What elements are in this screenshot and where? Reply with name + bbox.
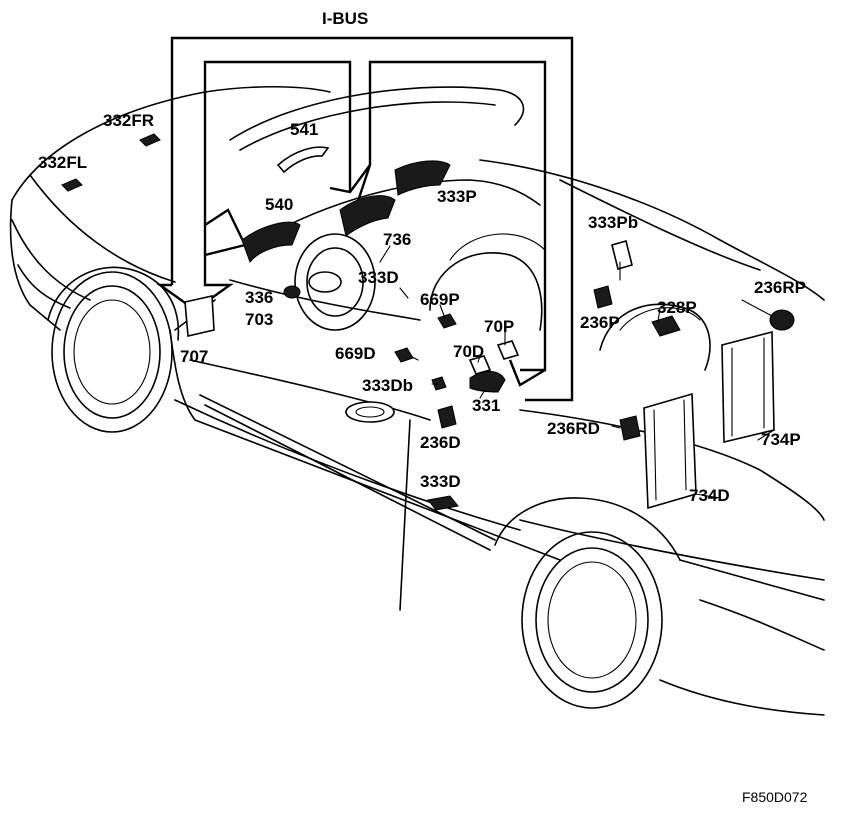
component-736 bbox=[339, 195, 396, 237]
labels: 332FR 332FL 541 540 333P 736 333D 336 70… bbox=[38, 111, 808, 805]
label-236RP: 236RP bbox=[754, 278, 806, 297]
label-70D: 70D bbox=[453, 342, 484, 361]
label-703: 703 bbox=[245, 310, 273, 329]
component-70P bbox=[496, 340, 520, 360]
bus-label: I-BUS bbox=[322, 9, 368, 28]
component-540 bbox=[241, 221, 301, 264]
label-328P: 328P bbox=[657, 298, 697, 317]
component-333Pb bbox=[611, 240, 633, 270]
component-236P bbox=[593, 285, 613, 309]
component-541 bbox=[276, 146, 330, 174]
component-734P bbox=[721, 330, 775, 444]
component-236RD bbox=[619, 415, 641, 441]
label-333Pb: 333Pb bbox=[588, 213, 638, 232]
label-332FR: 332FR bbox=[103, 111, 154, 130]
component-707 bbox=[184, 295, 215, 337]
component-236RP bbox=[769, 309, 795, 331]
label-669P: 669P bbox=[420, 290, 460, 309]
label-332FL: 332FL bbox=[38, 153, 87, 172]
component-333D-door bbox=[427, 495, 459, 511]
label-70P: 70P bbox=[484, 317, 514, 336]
label-734P: 734P bbox=[761, 430, 801, 449]
washer-jet-left bbox=[61, 178, 83, 192]
label-541: 541 bbox=[290, 120, 318, 139]
label-333Db: 333Db bbox=[362, 376, 413, 395]
component-669P bbox=[437, 313, 457, 329]
label-333D-door: 333D bbox=[420, 472, 461, 491]
component-236D bbox=[437, 405, 457, 429]
label-236P: 236P bbox=[580, 313, 620, 332]
label-707: 707 bbox=[180, 347, 208, 366]
label-736: 736 bbox=[383, 230, 411, 249]
label-331: 331 bbox=[472, 396, 500, 415]
label-236RD: 236RD bbox=[547, 419, 600, 438]
leader-lines bbox=[379, 245, 775, 499]
figure-code: F850D072 bbox=[742, 789, 808, 805]
washer-jet-right bbox=[139, 133, 161, 147]
component-336 bbox=[283, 285, 301, 299]
component-333Db bbox=[431, 376, 447, 391]
label-336: 336 bbox=[245, 288, 273, 307]
components bbox=[61, 133, 795, 511]
label-236D: 236D bbox=[420, 433, 461, 452]
label-669D: 669D bbox=[335, 344, 376, 363]
label-540: 540 bbox=[265, 195, 293, 214]
label-734D: 734D bbox=[689, 486, 730, 505]
label-333D-top: 333D bbox=[358, 268, 399, 287]
component-328P bbox=[651, 315, 681, 337]
label-333P: 333P bbox=[437, 187, 477, 206]
component-331 bbox=[469, 371, 506, 393]
component-333P bbox=[394, 160, 451, 196]
component-669D bbox=[394, 347, 414, 363]
